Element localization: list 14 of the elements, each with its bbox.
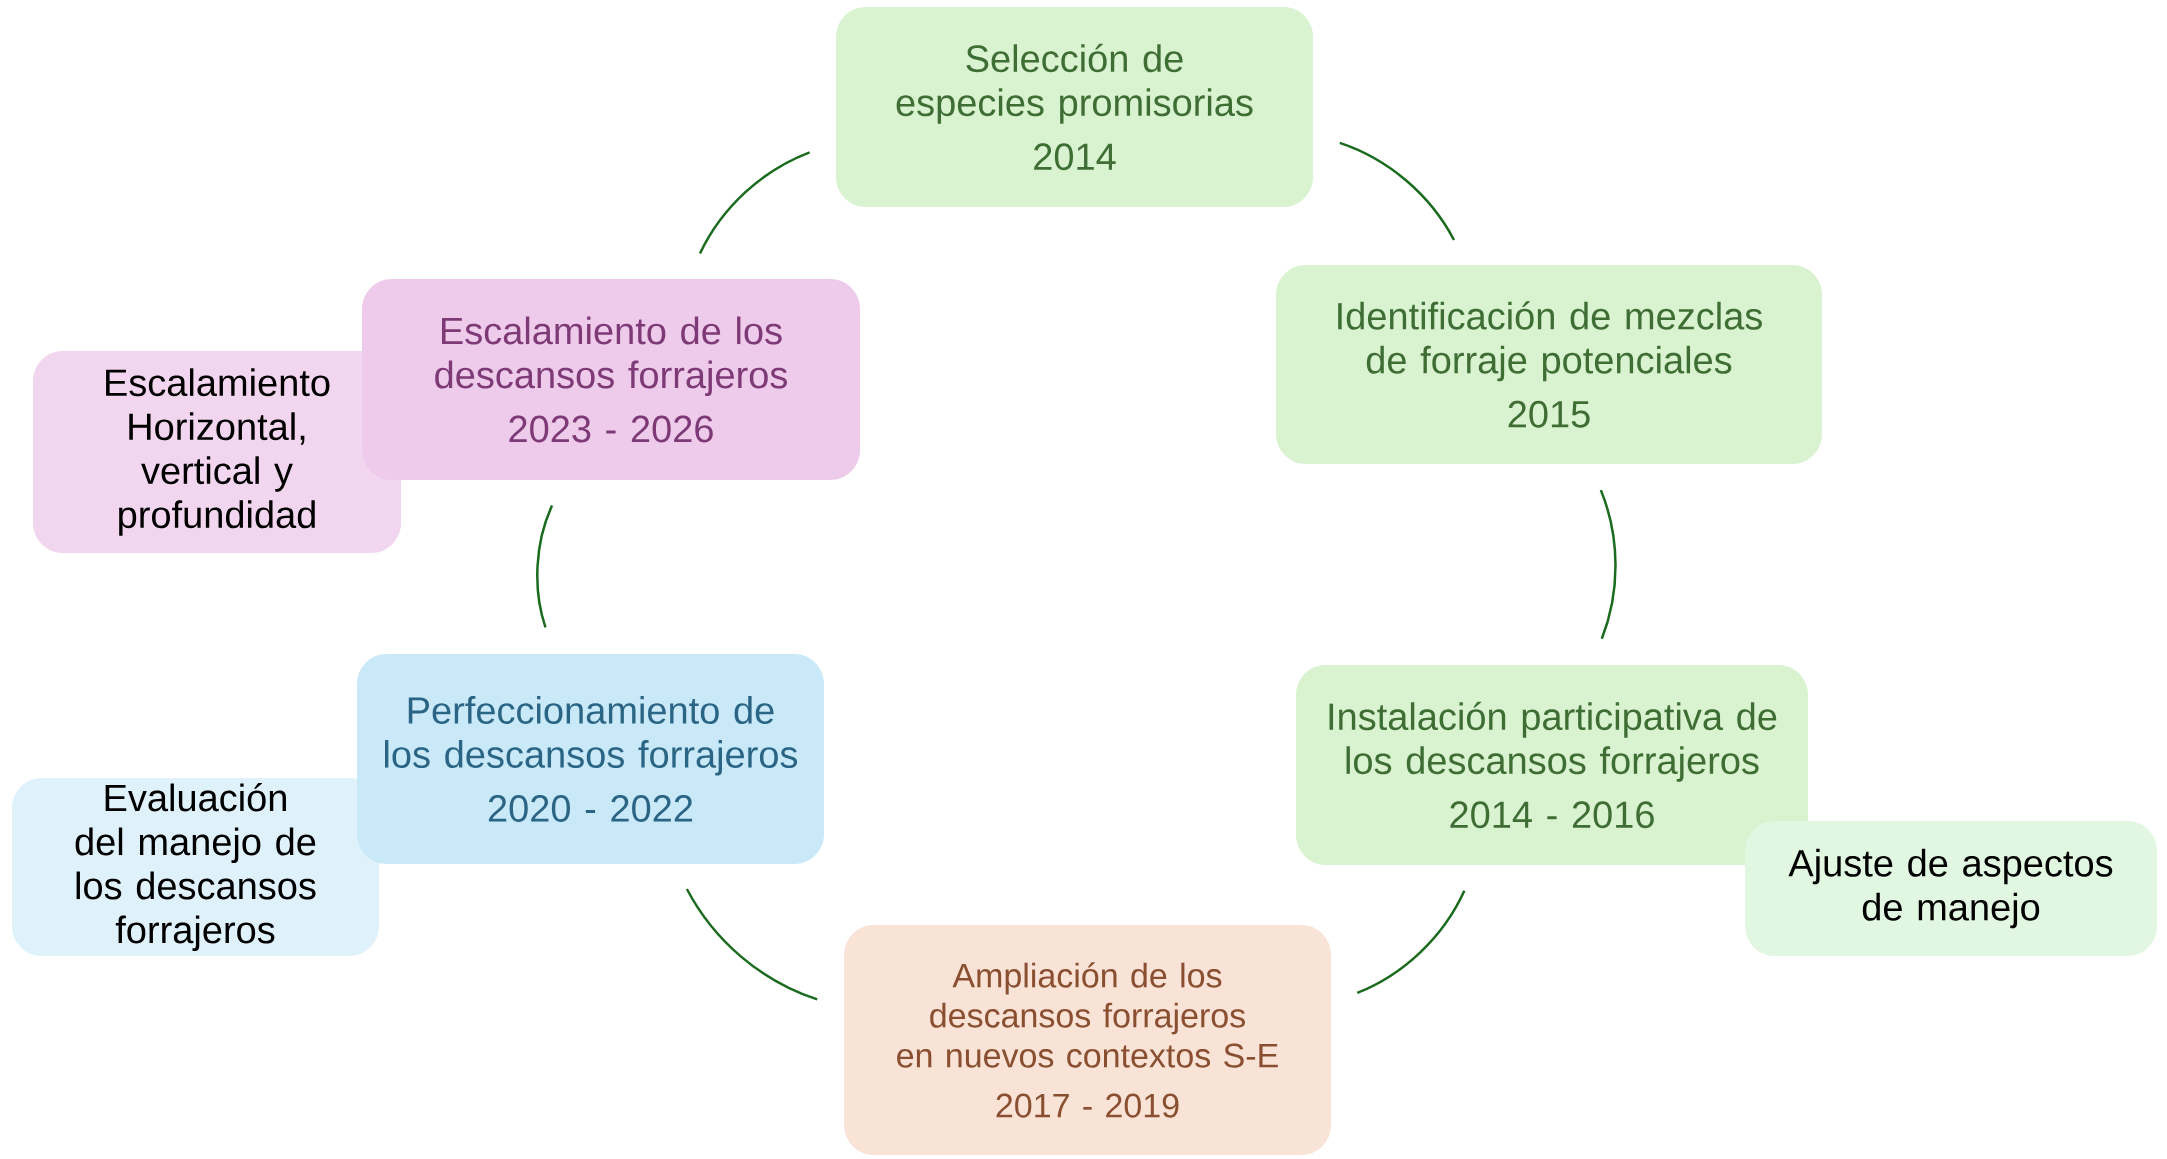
stage-box: Escalamiento de los descansos forrajeros 2023 - 2026 [362, 279, 860, 480]
connector-arc [1339, 141, 1456, 241]
stage-box: Identificación de mezclas de forraje potenciales 2015 [1276, 265, 1822, 464]
stage-box: Ampliación de los descansos forrajeros en nuevos contextos S-E 2017 - 2019 [844, 925, 1331, 1155]
connector-arc [1356, 890, 1466, 995]
connector-arc [1599, 489, 1617, 640]
stage-box: Selección de especies promisorias 2014 [836, 7, 1313, 207]
note-box: Evaluación del manejo de los descansos forrajeros [12, 778, 379, 956]
stage-box: Perfeccionamiento de los descansos forrajeros 2020 - 2022 [357, 654, 824, 864]
note-box: Ajuste de aspectos de manejo [1745, 821, 2158, 956]
connector-arc [685, 888, 818, 1001]
connector-arc [536, 505, 554, 628]
connector-arc [698, 151, 811, 255]
note-box: Escalamiento Horizontal, vertical y profundidad [33, 351, 401, 553]
